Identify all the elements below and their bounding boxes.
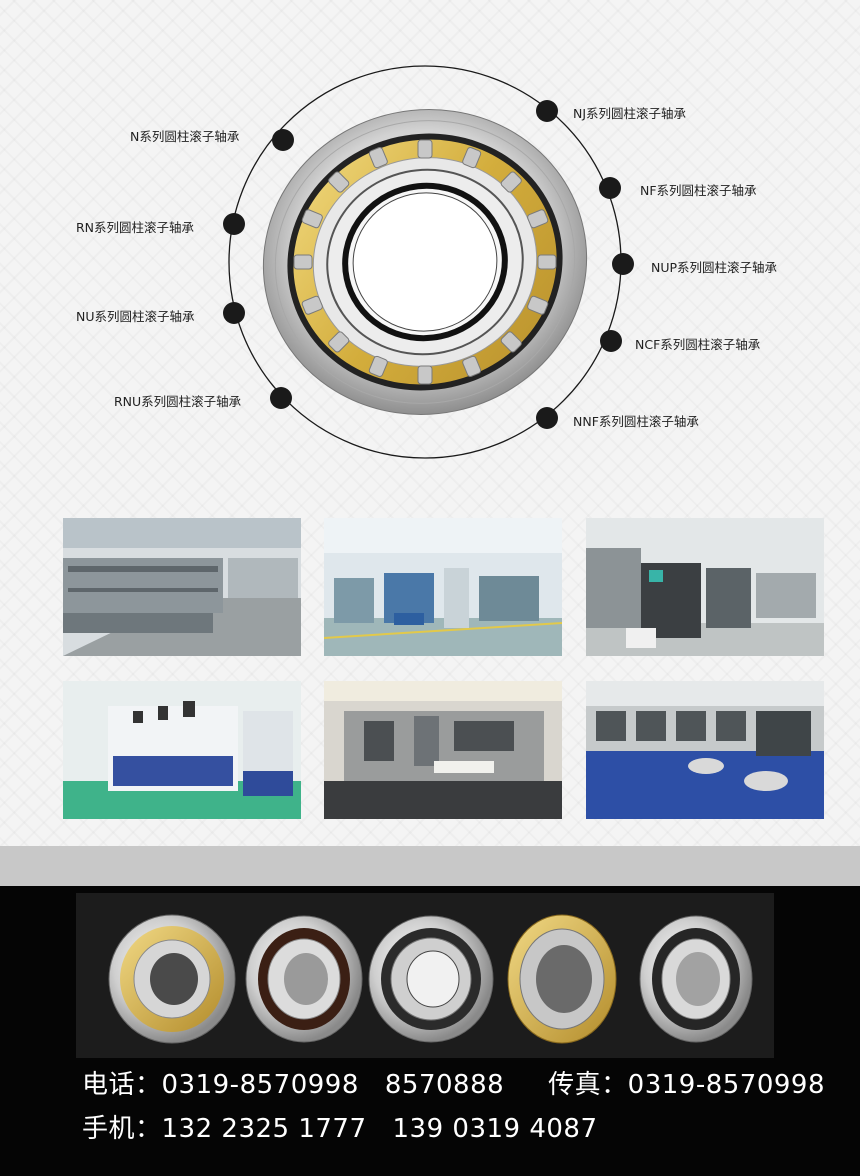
label-nnf-series: NNF系列圆柱滚子轴承 bbox=[573, 414, 699, 429]
factory-photo-6 bbox=[586, 681, 824, 819]
product-bearing-5 bbox=[639, 915, 753, 1043]
roller bbox=[293, 254, 313, 270]
factory-photo-5 bbox=[324, 681, 562, 819]
product-showcase bbox=[76, 893, 774, 1058]
label-rn-series: RN系列圆柱滚子轴承 bbox=[76, 220, 195, 235]
roller bbox=[368, 147, 388, 169]
phone-number-1: 0319-8570998 bbox=[161, 1070, 359, 1100]
factory-photo-4 bbox=[63, 681, 301, 819]
label-rnu-series: RNU系列圆柱滚子轴承 bbox=[114, 394, 242, 409]
roller bbox=[368, 355, 388, 377]
mobile-number-1: 132 2325 1777 bbox=[161, 1114, 367, 1144]
fax-label: 传真： bbox=[548, 1070, 628, 1100]
factory-photo-2 bbox=[324, 518, 562, 656]
roller bbox=[301, 295, 323, 315]
product-bearing-2 bbox=[245, 915, 363, 1043]
roller bbox=[417, 139, 433, 159]
phone-number-2: 8570888 bbox=[384, 1070, 505, 1100]
dot-nf bbox=[599, 177, 621, 199]
dot-nu bbox=[223, 302, 245, 324]
roller bbox=[500, 331, 522, 353]
mobile-label: 手机： bbox=[82, 1114, 162, 1144]
roller bbox=[462, 355, 482, 377]
mobile-line: 手机：132 2325 1777 139 0319 4087 bbox=[82, 1108, 598, 1145]
dot-rnu bbox=[270, 387, 292, 409]
fax-number: 0319-8570998 bbox=[627, 1070, 826, 1100]
dot-nup bbox=[612, 253, 634, 275]
label-ncf-series: NCF系列圆柱滚子轴承 bbox=[635, 337, 761, 352]
roller bbox=[537, 254, 557, 270]
dot-ncf bbox=[600, 330, 622, 352]
product-bearing-4 bbox=[507, 914, 617, 1044]
label-n-series: N系列圆柱滚子轴承 bbox=[130, 129, 240, 144]
product-bearing-1 bbox=[108, 914, 236, 1044]
factory-photo-1 bbox=[63, 518, 301, 656]
roller bbox=[417, 365, 433, 385]
factory-photo-3 bbox=[586, 518, 824, 656]
mobile-number-2: 139 0319 4087 bbox=[392, 1114, 598, 1144]
roller bbox=[500, 171, 522, 193]
roller-set bbox=[293, 139, 557, 385]
roller bbox=[328, 171, 350, 193]
dot-nnf bbox=[536, 407, 558, 429]
label-nu-series: NU系列圆柱滚子轴承 bbox=[76, 309, 195, 324]
roller bbox=[301, 209, 323, 229]
label-dots bbox=[223, 100, 634, 429]
label-nup-series: NUP系列圆柱滚子轴承 bbox=[651, 260, 778, 275]
grey-divider-band bbox=[0, 846, 860, 886]
roller bbox=[527, 295, 549, 315]
bearing-diagram bbox=[223, 65, 634, 459]
product-bearing-3 bbox=[368, 915, 494, 1043]
phone-label: 电话： bbox=[82, 1070, 162, 1100]
label-nf-series: NF系列圆柱滚子轴承 bbox=[640, 183, 757, 198]
dot-nj bbox=[536, 100, 558, 122]
roller bbox=[527, 209, 549, 229]
dot-rn bbox=[223, 213, 245, 235]
roller bbox=[328, 331, 350, 353]
dot-n bbox=[272, 129, 294, 151]
label-nj-series: NJ系列圆柱滚子轴承 bbox=[573, 106, 687, 121]
roller bbox=[462, 147, 482, 169]
